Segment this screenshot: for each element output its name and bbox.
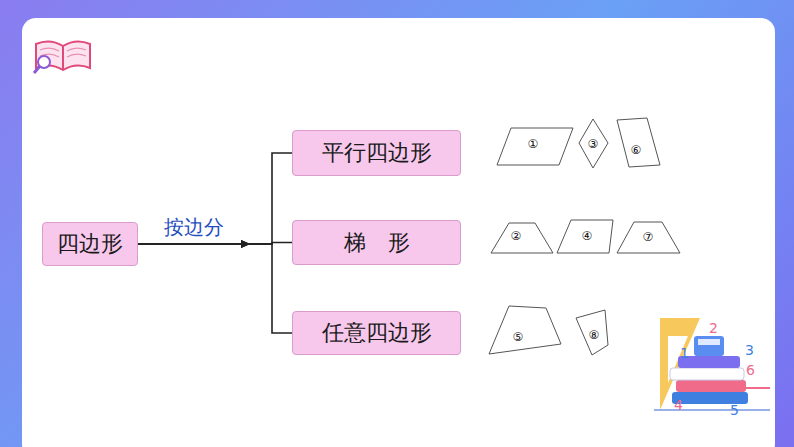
shape-number: ② [511,230,522,242]
decor-number: 1 [680,346,689,360]
edge-label: 按边分 [162,214,226,241]
shape-outline [488,304,563,356]
shape-figure: ⑦ [616,221,681,254]
category-box: 梯 形 [292,220,461,265]
books-illustration [654,318,770,410]
decor-number: 2 [709,321,718,335]
shape-figure: ④ [556,219,614,254]
box-text: 平行四边形 [322,138,432,168]
shape-figure: ⑥ [616,117,661,168]
category-box: 任意四边形 [292,311,461,355]
shape-number: ⑦ [643,231,654,243]
shape-outline [616,117,661,168]
split-connector [138,153,292,248]
decor-number: 4 [674,398,683,412]
shape-figure: ⑤ [488,304,563,356]
shape-number: ③ [588,138,599,150]
decor-number: 6 [746,363,755,377]
shape-outline [490,222,554,254]
shape-figure: ② [490,222,554,254]
shape-number: ⑤ [513,331,524,343]
category-box: 四边形 [42,222,138,266]
decor-number: 5 [730,403,739,417]
decor-number: 3 [745,343,754,357]
box-text: 梯 形 [344,228,410,258]
shape-number: ⑧ [589,329,600,341]
box-text: 任意四边形 [322,318,432,348]
shape-number: ⑥ [631,144,642,156]
shape-figure: ③ [578,118,609,169]
box-text: 四边形 [57,229,123,259]
split-connector [138,240,292,333]
shape-number: ① [528,138,539,150]
book-icon [34,41,90,73]
shape-figure: ① [497,127,574,166]
category-box: 平行四边形 [292,130,461,176]
shape-number: ④ [582,230,593,242]
shape-figure: ⑧ [575,309,609,356]
